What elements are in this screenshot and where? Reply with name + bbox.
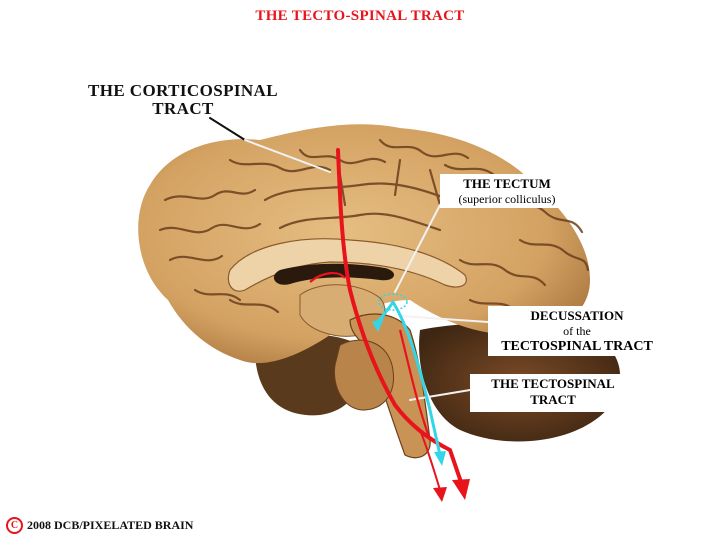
- corpus-callosum: [227, 238, 467, 292]
- label-tectum: THE TECTUM (superior colliculus): [440, 174, 574, 208]
- label-tectospinal-line1: THE TECTOSPINAL: [491, 376, 615, 391]
- corticospinal-arrowhead: [452, 479, 470, 500]
- tectum-highlight: [378, 293, 408, 311]
- copyright-icon: C: [6, 517, 23, 534]
- tectospinal-tract-descending: [391, 300, 442, 457]
- label-decussation-line3: TECTOSPINAL TRACT: [501, 339, 653, 354]
- label-tectum-sub: (superior colliculus): [458, 192, 556, 206]
- copyright-notice: C 2008 DCB/PIXELATED BRAIN: [6, 517, 193, 534]
- label-tectospinal-line2: TRACT: [530, 392, 576, 407]
- corticospinal-branch: [419, 429, 441, 491]
- label-decussation-line1: DECUSSATION: [530, 308, 624, 323]
- label-corticospinal-tract: THE CORTICOSPINAL TRACT: [76, 81, 290, 119]
- corticospinal-branch-arrowhead: [433, 487, 447, 502]
- leader-lines: [209, 117, 489, 401]
- label-decussation-line2: of the: [563, 324, 591, 338]
- brainstem-outline: [398, 329, 432, 441]
- tectospinal-arrowhead: [434, 451, 446, 466]
- diagram-title: THE TECTO-SPINAL TRACT: [255, 8, 465, 24]
- lateral-ventricle: [273, 263, 395, 285]
- label-decussation: DECUSSATION of the TECTOSPINAL TRACT: [488, 306, 666, 356]
- tectospinal-cross-arrowhead: [372, 318, 384, 332]
- pons: [333, 339, 394, 411]
- midbrain-outline: [309, 272, 346, 283]
- label-corticospinal-line2: TRACT: [152, 99, 214, 119]
- label-corticospinal-line1: THE CORTICOSPINAL: [88, 81, 278, 100]
- label-tectum-main: THE TECTUM: [463, 176, 551, 191]
- label-tectospinal-tract: THE TECTOSPINAL TRACT: [470, 374, 636, 412]
- copyright-text: 2008 DCB/PIXELATED BRAIN: [27, 518, 194, 532]
